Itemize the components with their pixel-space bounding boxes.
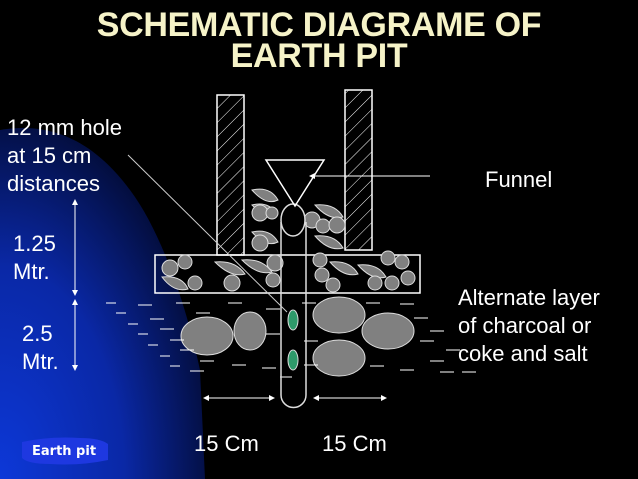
funnel-label: Funnel — [485, 167, 553, 192]
dist-right-label: 15 Cm — [322, 431, 387, 456]
earth-pipe — [280, 222, 307, 409]
hole-label-line-1: 12 mm hole — [7, 115, 122, 140]
stones — [161, 188, 416, 293]
title-line-2: EARTH PIT — [230, 37, 408, 75]
pit-slab — [154, 254, 421, 294]
depth-2-unit: Mtr. — [22, 349, 59, 374]
depth-1-value: 1.25 — [13, 231, 56, 256]
layer-label-line-3: coke and salt — [458, 341, 588, 366]
earth-pit-badge: Earth pit — [32, 444, 97, 459]
hole-2 — [287, 349, 299, 371]
earth-pit-badge-shape — [22, 437, 108, 465]
layer-label-line-1: Alternate layer — [458, 285, 600, 310]
layer-label: Alternate layer of charcoal or coke and … — [458, 284, 600, 368]
depth-2-label: 2.5 Mtr. — [22, 320, 59, 376]
soil-layer-dashes — [106, 302, 476, 378]
left-pillar — [216, 94, 245, 256]
page-title: SCHEMATIC DIAGRAME OF EARTH PIT — [0, 6, 638, 75]
depth-1-unit: Mtr. — [13, 259, 50, 284]
layer-label-line-2: of charcoal or — [458, 313, 592, 338]
depth-2-value: 2.5 — [22, 321, 53, 346]
funnel-shape — [264, 159, 326, 208]
hole-label: 12 mm hole at 15 cm distances — [7, 114, 122, 198]
hole-pointer — [127, 154, 288, 313]
dist-left-label: 15 Cm — [194, 431, 259, 456]
hole-label-line-2: at 15 cm — [7, 143, 92, 168]
lower-stones — [180, 296, 415, 377]
pipe-top — [280, 203, 306, 237]
hole-1 — [287, 309, 299, 331]
hole-label-line-3: distances — [7, 171, 100, 196]
title-line-1: SCHEMATIC DIAGRAME OF — [96, 6, 542, 44]
depth-1-label: 1.25 Mtr. — [13, 230, 56, 286]
right-pillar — [344, 89, 373, 251]
